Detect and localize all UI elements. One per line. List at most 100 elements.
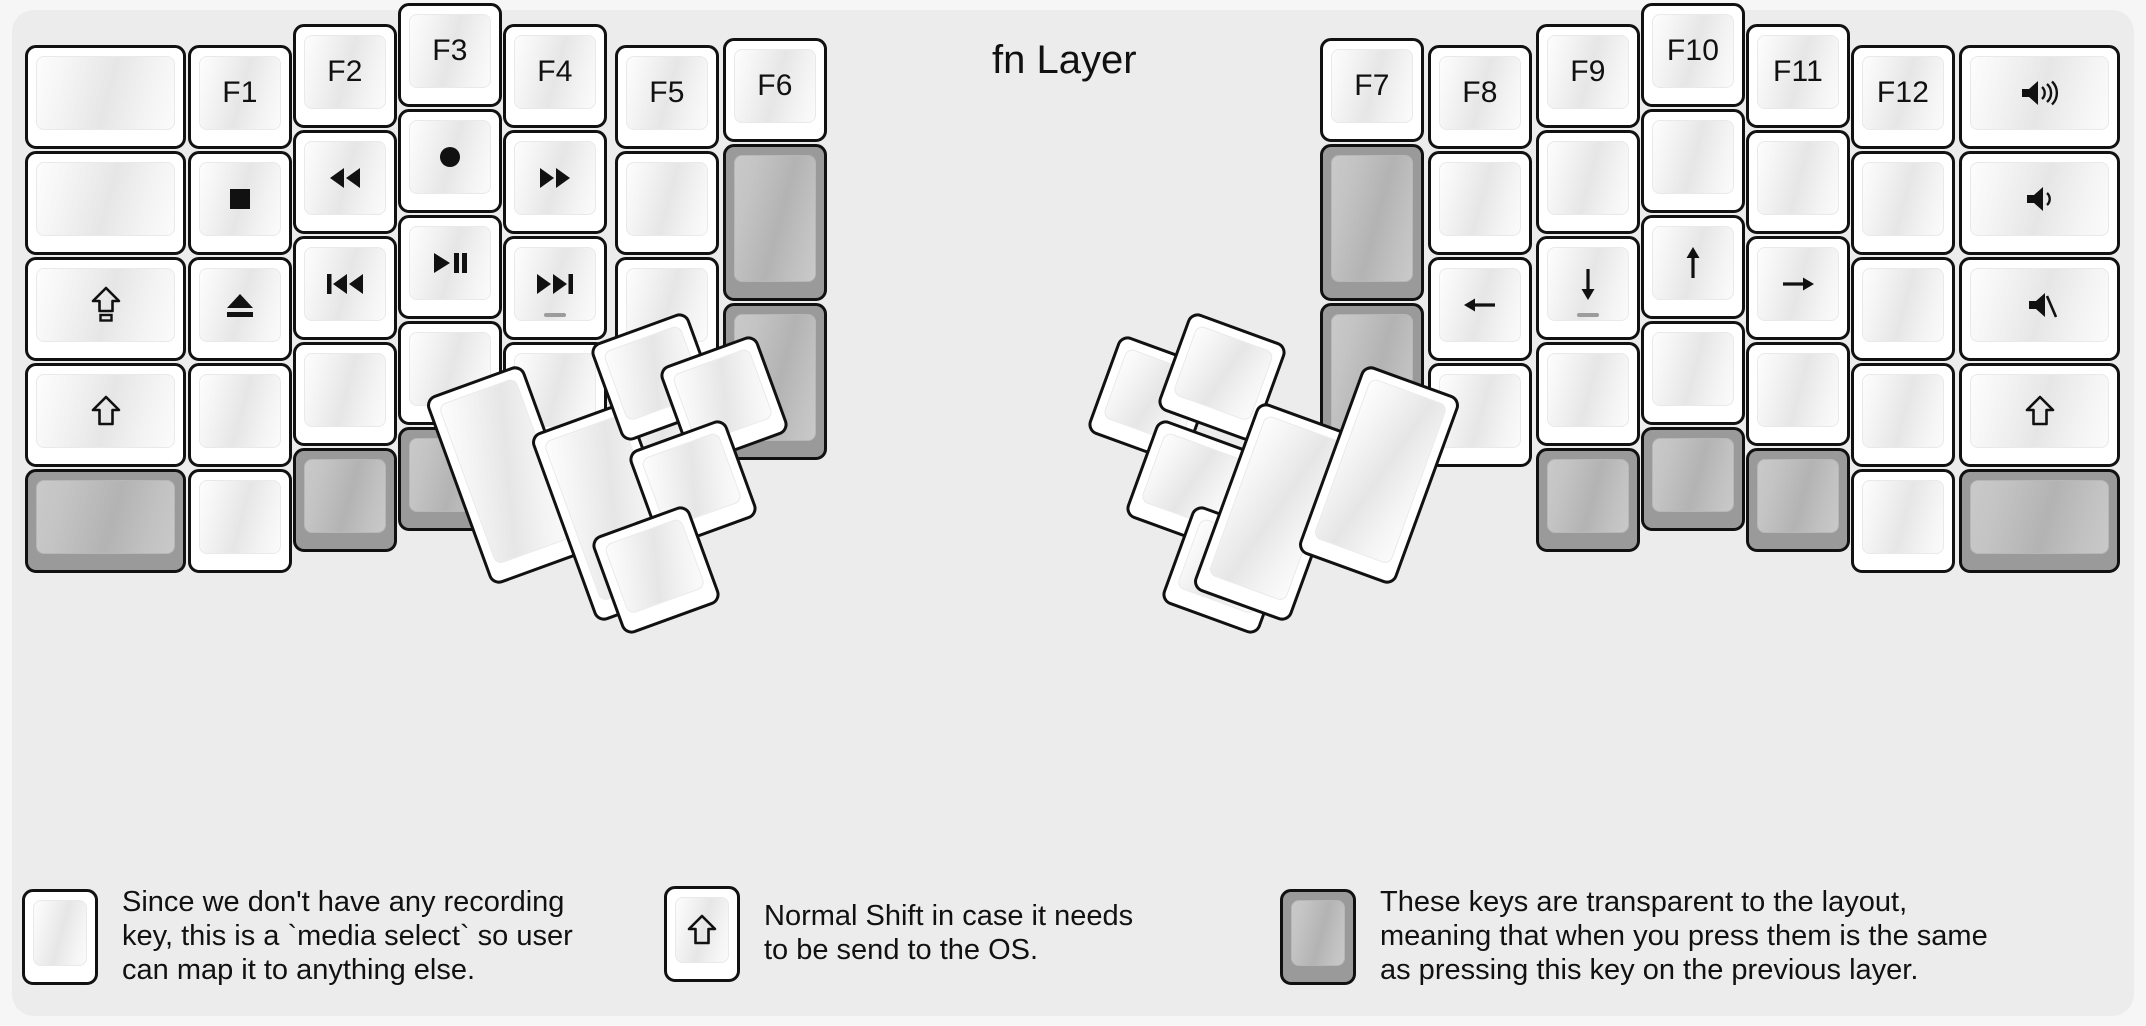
legend-key-sample [1280,888,1356,985]
key-left-outer-1u5-4[interactable] [25,469,186,573]
key-right-index-2[interactable] [1536,236,1640,340]
key-right-index-3[interactable] [1536,342,1640,446]
key-right-ring-2[interactable] [1746,236,1850,340]
key-left-pinky-0[interactable]: F1 [188,45,292,149]
key-left-outer-1u5-2[interactable] [25,257,186,361]
key-right-middle-0[interactable]: F10 [1641,3,1745,107]
key-cap: F1 [199,56,281,130]
key-cap [626,162,708,236]
key-cap: F3 [409,14,491,88]
key-cap: F12 [1862,56,1944,130]
arrow-left-icon [1461,290,1499,320]
key-right-pinky-0[interactable]: F12 [1851,45,1955,149]
key-right-index-4[interactable] [1536,448,1640,552]
key-cap [33,899,87,966]
key-left-index-2[interactable] [503,236,607,340]
key-left-middle-1[interactable] [398,109,502,213]
key-left-pinky-3[interactable] [188,363,292,467]
key-right-pinky-2[interactable] [1851,257,1955,361]
key-cap [1652,438,1734,512]
key-cap [1757,353,1839,427]
key-right-outer-1u5-4[interactable] [1959,469,2120,573]
key-right-ring-1[interactable] [1746,130,1850,234]
key-cap [734,155,816,282]
key-right-ring-4[interactable] [1746,448,1850,552]
key-cap [199,480,281,554]
volume-up-icon [2018,78,2062,108]
legend-key-sample [22,888,98,985]
key-label: F2 [327,55,363,88]
key-left-innermost-0[interactable]: F6 [723,38,827,142]
key-label: F1 [222,76,258,109]
key-right-index-1[interactable] [1536,130,1640,234]
volume-mute-icon [2023,290,2057,320]
key-left-ring-3[interactable] [293,342,397,446]
legend-key-1 [664,886,740,982]
key-cap [1862,374,1944,448]
key-right-outer-1u5-1[interactable] [1959,151,2120,255]
key-cap: F4 [514,35,596,109]
key-right-middle-1[interactable] [1641,109,1745,213]
key-cap: F8 [1439,56,1521,130]
homing-bar [544,313,566,317]
key-left-inner-0[interactable]: F5 [615,45,719,149]
key-right-inner-1[interactable] [1428,151,1532,255]
key-left-index-0[interactable]: F4 [503,24,607,128]
key-cap [1547,353,1629,427]
key-cap [1862,268,1944,342]
key-label: F7 [1354,69,1390,102]
key-right-pinky-1[interactable] [1851,151,1955,255]
key-right-innermost-1[interactable] [1320,144,1424,301]
key-left-outer-1u5-0[interactable] [25,45,186,149]
key-cap [304,247,386,321]
legend-key-sample [664,886,740,982]
key-right-ring-3[interactable] [1746,342,1850,446]
key-cap: F11 [1757,35,1839,109]
key-right-inner-2[interactable] [1428,257,1532,361]
key-left-inner-1[interactable] [615,151,719,255]
key-right-outer-1u5-0[interactable] [1959,45,2120,149]
key-right-pinky-4[interactable] [1851,469,1955,573]
key-label: F8 [1462,76,1498,109]
key-cap [36,56,175,130]
key-right-pinky-3[interactable] [1851,363,1955,467]
key-cap: F10 [1652,14,1734,88]
key-right-inner-0[interactable]: F8 [1428,45,1532,149]
key-left-index-1[interactable] [503,130,607,234]
key-left-ring-1[interactable] [293,130,397,234]
key-cap [514,141,596,215]
key-left-middle-2[interactable] [398,215,502,319]
key-left-pinky-2[interactable] [188,257,292,361]
key-left-innermost-1[interactable] [723,144,827,301]
key-cap [409,120,491,194]
key-right-index-0[interactable]: F9 [1536,24,1640,128]
legend-item-0: Since we don't have any recording key, t… [22,886,642,988]
key-cap [603,517,706,616]
key-cap [199,162,281,236]
key-left-pinky-1[interactable] [188,151,292,255]
key-right-outer-1u5-2[interactable] [1959,257,2120,361]
key-cap [1970,56,2109,130]
key-right-middle-4[interactable] [1641,427,1745,531]
key-right-middle-3[interactable] [1641,321,1745,425]
legend-key-2 [1280,888,1356,985]
key-cap: F6 [734,49,816,123]
key-right-ring-0[interactable]: F11 [1746,24,1850,128]
arrow-right-icon [1779,269,1817,299]
key-cap: F2 [304,35,386,109]
key-right-middle-2[interactable] [1641,215,1745,319]
key-left-pinky-4[interactable] [188,469,292,573]
key-cap [199,268,281,342]
caps-lock-icon [91,286,121,324]
key-label: F12 [1876,76,1930,109]
key-left-outer-1u5-3[interactable] [25,363,186,467]
key-left-middle-0[interactable]: F3 [398,3,502,107]
key-left-ring-4[interactable] [293,448,397,552]
key-left-ring-0[interactable]: F2 [293,24,397,128]
key-right-innermost-0[interactable]: F7 [1320,38,1424,142]
key-left-ring-2[interactable] [293,236,397,340]
key-left-outer-1u5-1[interactable] [25,151,186,255]
media-next-icon [533,271,577,297]
key-cap [1970,374,2109,448]
key-right-outer-1u5-3[interactable] [1959,363,2120,467]
